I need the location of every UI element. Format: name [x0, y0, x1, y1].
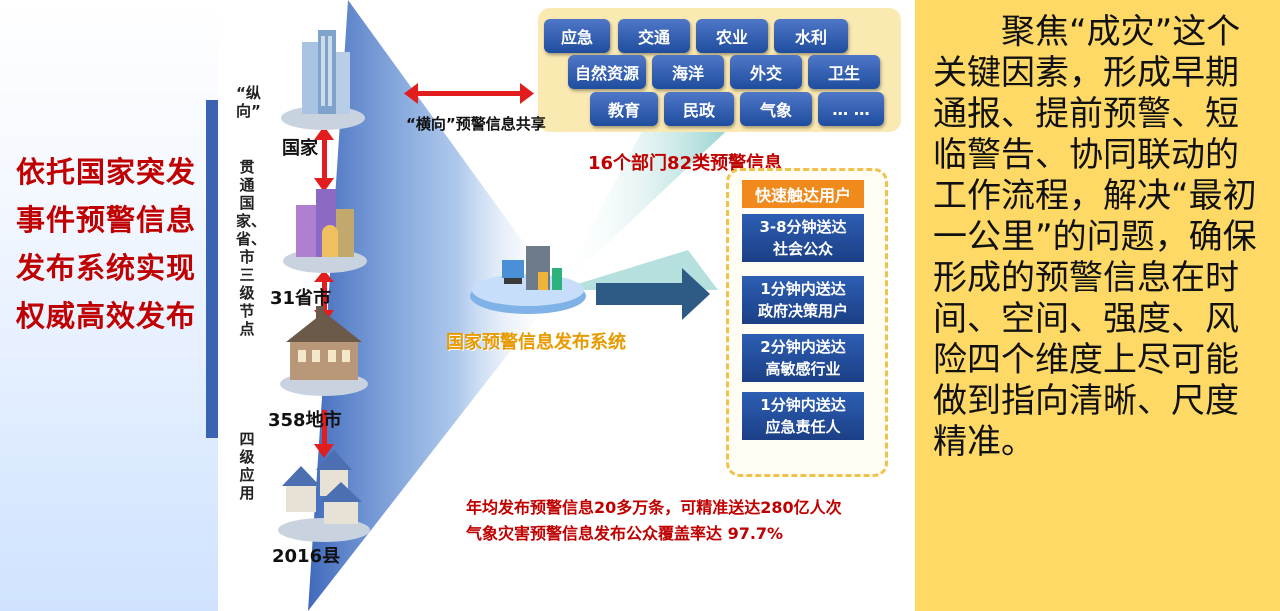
user-card-emergency-responsible: 1分钟内送达 应急责任人 — [742, 392, 864, 440]
user-card-time: 1分钟内送达 — [760, 280, 846, 298]
right-panel — [915, 0, 1280, 611]
left-title: 依托国家突发事件预警信息发布系统实现权威高效发布 — [16, 155, 197, 333]
broadcast-beam — [308, 0, 738, 611]
vertical-label-group1: “纵向” — [236, 84, 261, 120]
dept-foreign-affairs: 外交 — [730, 55, 802, 89]
level-province-label: 31省市 — [270, 288, 332, 309]
user-card-target: 政府决策用户 — [757, 302, 848, 320]
vertical-label-group2: 贯通国家、省、市三级节点 — [236, 158, 267, 338]
user-card-time: 1分钟内送达 — [760, 396, 846, 414]
user-card-time: 2分钟内送达 — [760, 338, 846, 356]
user-card-time: 3-8分钟送达 — [759, 218, 847, 236]
server-system-icon — [470, 246, 586, 314]
dept-education: 教育 — [590, 92, 658, 126]
dept-agriculture: 农业 — [696, 19, 768, 53]
vertical-label-group3: 四级应用 — [239, 430, 255, 502]
left-accent-bar — [206, 100, 218, 438]
city-building-icon — [280, 306, 368, 396]
beam-right-lower — [558, 250, 718, 290]
level-county-label: 2016县 — [272, 546, 341, 567]
dept-water: 水利 — [774, 19, 848, 53]
summary-line2: 气象灾害预警信息发布公众覆盖率达 97.7% — [466, 524, 784, 543]
dept-health: 卫生 — [808, 55, 880, 89]
county-houses-icon — [278, 450, 370, 542]
beam-right — [558, 120, 738, 290]
level-city-label: 358地市 — [268, 410, 342, 431]
system-name-label: 国家预警信息发布系统 — [446, 332, 626, 353]
user-card-sensitive-industry: 2分钟内送达 高敏感行业 — [742, 334, 864, 382]
national-building-icon — [281, 30, 365, 130]
right-description: 聚焦“成灾”这个关键因素，形成早期通报、提前预警、短临警告、协同联动的工作流程，… — [933, 12, 1257, 462]
dept-meteorology: 气象 — [740, 92, 812, 126]
summary-line1: 年均发布预警信息20多万条，可精准送达280亿人次 — [466, 498, 842, 517]
users-panel-title: 快速触达用户 — [742, 180, 864, 208]
level-national-label: 国家 — [282, 138, 318, 159]
user-card-target: 社会公众 — [772, 240, 833, 258]
dept-natural-resources: 自然资源 — [568, 55, 646, 89]
horizontal-share-label: “横向”预警信息共享 — [406, 115, 546, 133]
to-users-arrow — [596, 268, 710, 320]
user-card-target: 应急责任人 — [765, 418, 841, 436]
dept-emergency: 应急 — [544, 19, 610, 53]
left-panel — [0, 0, 220, 611]
summary-text: 年均发布预警信息20多万条，可精准送达280亿人次 气象灾害预警信息发布公众覆盖… — [466, 495, 886, 547]
dept-transport: 交通 — [618, 19, 690, 53]
horizontal-share-arrow — [404, 83, 534, 104]
province-building-icon — [283, 189, 367, 273]
diagram-area: 国家 31省市 358地市 2016县 “纵向” 贯通国家、省、市三级节点 四级… — [218, 0, 913, 611]
beam-left — [308, 0, 558, 611]
dept-more: … … — [818, 92, 884, 126]
dept-civil-affairs: 民政 — [664, 92, 734, 126]
dept-ocean: 海洋 — [652, 55, 724, 89]
user-card-public: 3-8分钟送达 社会公众 — [742, 214, 864, 262]
user-card-government: 1分钟内送达 政府决策用户 — [742, 276, 864, 324]
user-card-target: 高敏感行业 — [765, 360, 841, 378]
